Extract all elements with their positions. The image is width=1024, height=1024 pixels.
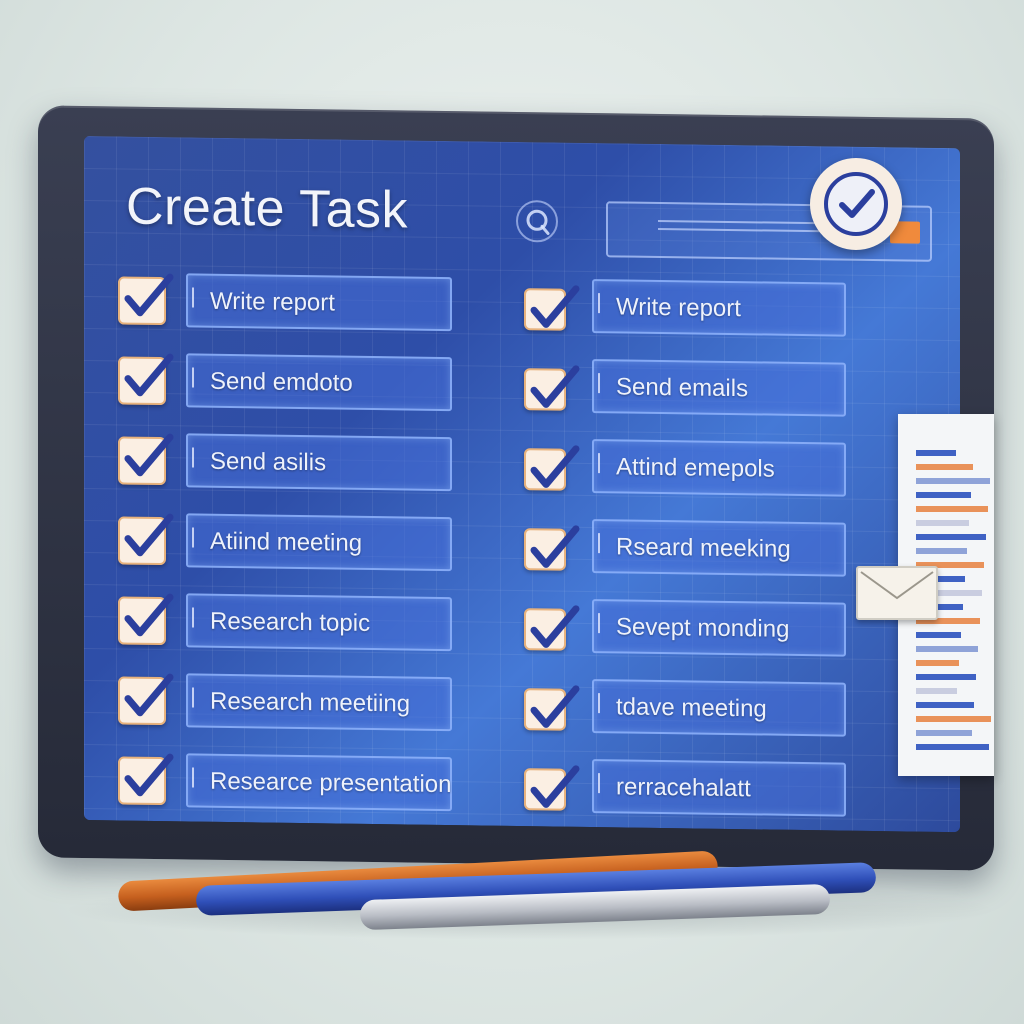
document-line bbox=[916, 730, 972, 736]
task-checkbox[interactable] bbox=[118, 753, 174, 806]
document-line bbox=[916, 632, 961, 638]
task-checkbox[interactable] bbox=[118, 353, 174, 406]
text-caret bbox=[192, 767, 200, 788]
checkmark-icon bbox=[124, 513, 174, 557]
task-input[interactable]: Research topic bbox=[186, 593, 452, 652]
text-caret bbox=[598, 533, 606, 554]
task-checkbox[interactable] bbox=[118, 513, 174, 566]
document-line bbox=[916, 604, 963, 610]
task-input[interactable]: Rseard meeking bbox=[592, 519, 846, 577]
task-input[interactable]: Send emdoto bbox=[186, 353, 452, 412]
checkmark-icon bbox=[530, 365, 580, 408]
task-label: Write report bbox=[616, 293, 741, 323]
document-line bbox=[916, 576, 965, 582]
checkmark-icon bbox=[124, 753, 174, 797]
task-checkbox[interactable] bbox=[118, 433, 174, 486]
task-checkbox[interactable] bbox=[524, 445, 580, 491]
text-caret bbox=[598, 693, 606, 714]
text-caret bbox=[598, 453, 606, 474]
checkmark-icon[interactable] bbox=[810, 158, 902, 250]
task-checkbox[interactable] bbox=[524, 765, 580, 811]
text-caret bbox=[192, 287, 200, 308]
document-line bbox=[916, 646, 978, 652]
document-line bbox=[916, 478, 990, 484]
checkmark-icon bbox=[530, 525, 580, 568]
search-icon[interactable] bbox=[512, 196, 562, 247]
text-caret bbox=[192, 607, 200, 628]
task-checkbox[interactable] bbox=[524, 605, 580, 651]
task-label: Attind emepols bbox=[616, 453, 775, 483]
task-label: Write report bbox=[210, 287, 335, 317]
text-caret bbox=[598, 373, 606, 394]
task-checkbox[interactable] bbox=[118, 673, 174, 726]
checkmark-icon bbox=[530, 445, 580, 488]
task-input[interactable]: Write report bbox=[186, 273, 452, 332]
task-label: Send asilis bbox=[210, 447, 327, 477]
task-label: rerracehalatt bbox=[616, 773, 751, 803]
document-line bbox=[916, 702, 974, 708]
task-checkbox[interactable] bbox=[118, 593, 174, 646]
document-line bbox=[916, 548, 967, 554]
text-caret bbox=[598, 773, 606, 794]
document-line bbox=[916, 590, 982, 596]
document-line bbox=[916, 450, 956, 456]
document-line bbox=[916, 688, 957, 694]
task-input[interactable]: Send emails bbox=[592, 359, 846, 417]
document-line bbox=[916, 744, 989, 750]
text-caret bbox=[598, 613, 606, 634]
text-caret bbox=[192, 367, 200, 388]
checkmark-icon bbox=[530, 605, 580, 648]
task-checkbox[interactable] bbox=[524, 525, 580, 571]
document-line bbox=[916, 506, 988, 512]
page-title: Create Task bbox=[126, 177, 409, 240]
task-checkbox[interactable] bbox=[524, 285, 580, 331]
document-line bbox=[916, 492, 971, 498]
task-label: Send emails bbox=[616, 373, 749, 403]
document-line bbox=[916, 674, 976, 680]
task-checkbox[interactable] bbox=[118, 273, 174, 326]
task-input[interactable]: Sevept monding bbox=[592, 599, 846, 657]
checkmark-icon bbox=[530, 285, 580, 328]
checkmark-icon bbox=[124, 273, 174, 317]
task-input[interactable]: rerracehalatt bbox=[592, 759, 846, 817]
text-caret bbox=[598, 293, 606, 314]
document-line bbox=[916, 520, 969, 526]
task-label: Research topic bbox=[210, 607, 371, 637]
task-label: Rseard meeking bbox=[616, 533, 791, 563]
envelope-icon[interactable] bbox=[856, 566, 938, 620]
task-checkbox[interactable] bbox=[524, 365, 580, 411]
task-label: Researce presentation bbox=[210, 767, 452, 799]
document-line bbox=[916, 562, 984, 568]
text-caret bbox=[192, 447, 200, 468]
task-label: Atiind meeting bbox=[210, 527, 363, 557]
checkmark-icon bbox=[124, 593, 174, 637]
checkmark-icon bbox=[530, 685, 580, 728]
task-input[interactable]: Atiind meeting bbox=[186, 513, 452, 572]
text-caret bbox=[192, 687, 200, 708]
task-input[interactable]: Attind emepols bbox=[592, 439, 846, 497]
document-line bbox=[916, 660, 959, 666]
task-checkbox[interactable] bbox=[524, 685, 580, 731]
document-line bbox=[916, 716, 991, 722]
checkmark-icon bbox=[124, 433, 174, 477]
task-label: tdave meeting bbox=[616, 693, 767, 723]
task-input[interactable]: Research meetiing bbox=[186, 673, 452, 732]
task-input[interactable]: tdave meeting bbox=[592, 679, 846, 737]
checkmark-icon bbox=[124, 673, 174, 717]
text-caret bbox=[192, 527, 200, 548]
checkmark-icon bbox=[530, 765, 580, 808]
document-line bbox=[916, 534, 986, 540]
task-input[interactable]: Send asilis bbox=[186, 433, 452, 492]
task-label: Sevept monding bbox=[616, 613, 790, 643]
document-line bbox=[916, 464, 973, 470]
document-line bbox=[916, 618, 980, 624]
task-input[interactable]: Write report bbox=[592, 279, 846, 337]
checkmark-icon bbox=[124, 353, 174, 397]
task-label: Send emdoto bbox=[210, 367, 353, 397]
task-input[interactable]: Researce presentation bbox=[186, 753, 452, 812]
task-label: Research meetiing bbox=[210, 687, 411, 718]
